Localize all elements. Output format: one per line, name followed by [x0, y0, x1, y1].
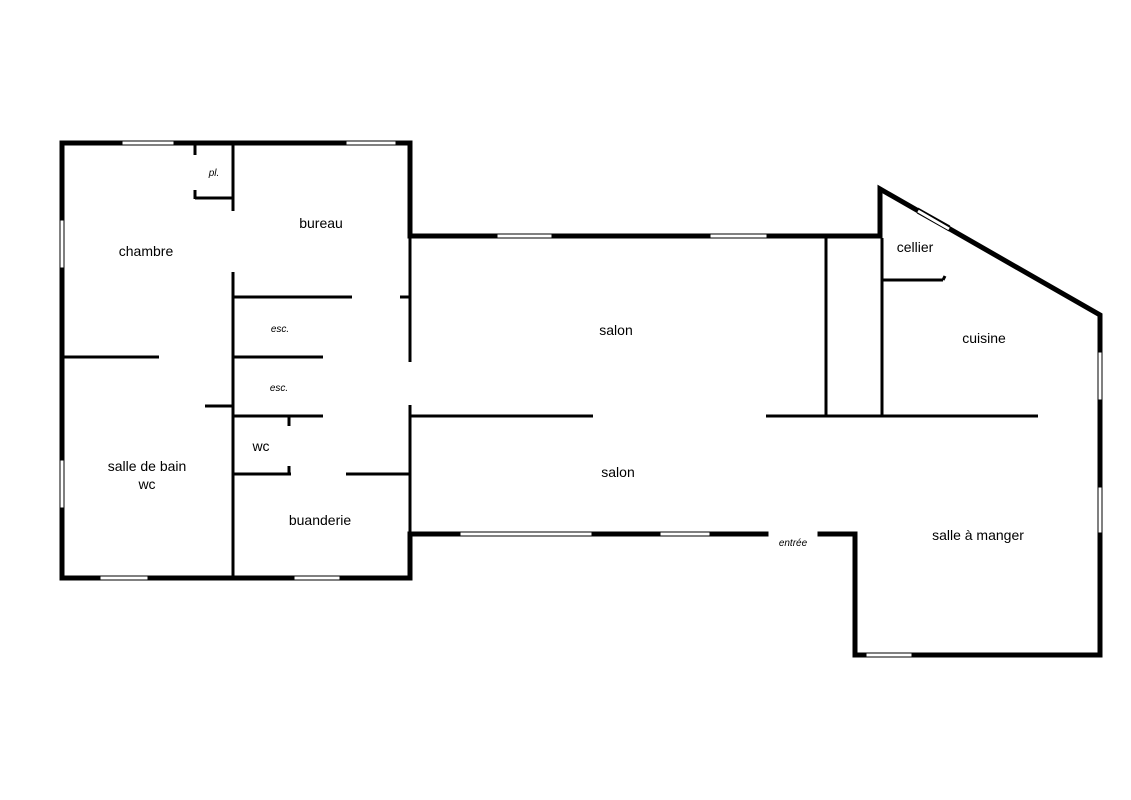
left-block-wall [59, 140, 413, 581]
label-salle-de-bain-wc: wc [137, 476, 155, 492]
window-cuisine-right [1097, 351, 1103, 401]
window-salon-top-1 [496, 233, 553, 239]
window-salle-a-manger-right [1097, 486, 1103, 534]
window-cellier-diagonal [917, 209, 950, 231]
window-salon-bottom-2 [659, 531, 711, 537]
window-salle-a-manger-bottom [865, 652, 913, 658]
label-chambre: chambre [119, 243, 174, 259]
label-bureau: bureau [299, 215, 343, 231]
window-cellier-diagonal-edge-a [917, 207, 951, 227]
window-buanderie-bottom [293, 575, 341, 581]
window-cellier-diagonal-edge-b [916, 212, 950, 232]
label-salon-2: salon [601, 464, 634, 480]
exterior-walls [59, 140, 1103, 658]
label-salle-a-manger: salle à manger [932, 527, 1024, 543]
window-salon-top-2 [709, 233, 768, 239]
label-placard: pl. [208, 168, 220, 179]
window-chambre-left [59, 219, 65, 269]
label-entree: entrée [779, 538, 808, 549]
windows [59, 140, 1103, 658]
window-salon-bottom-1 [459, 531, 593, 537]
label-escalier-1: esc. [271, 324, 289, 335]
room-labels: chambre bureau pl. esc. esc. wc salle de… [108, 168, 1025, 549]
label-wc: wc [251, 438, 269, 454]
label-cellier: cellier [897, 239, 934, 255]
label-cuisine: cuisine [962, 330, 1006, 346]
label-buanderie: buanderie [289, 512, 351, 528]
window-sdb-bottom [99, 575, 149, 581]
label-escalier-2: esc. [270, 383, 288, 394]
kitchen-block-wall [817, 184, 1103, 658]
label-salon-1: salon [599, 322, 632, 338]
window-sdb-left [59, 459, 65, 509]
window-chambre-top [121, 140, 175, 146]
interior-walls [64, 145, 1038, 576]
label-salle-de-bain: salle de bain [108, 458, 187, 474]
window-bureau-top [345, 140, 397, 146]
cellier-door-stub [941, 275, 947, 281]
